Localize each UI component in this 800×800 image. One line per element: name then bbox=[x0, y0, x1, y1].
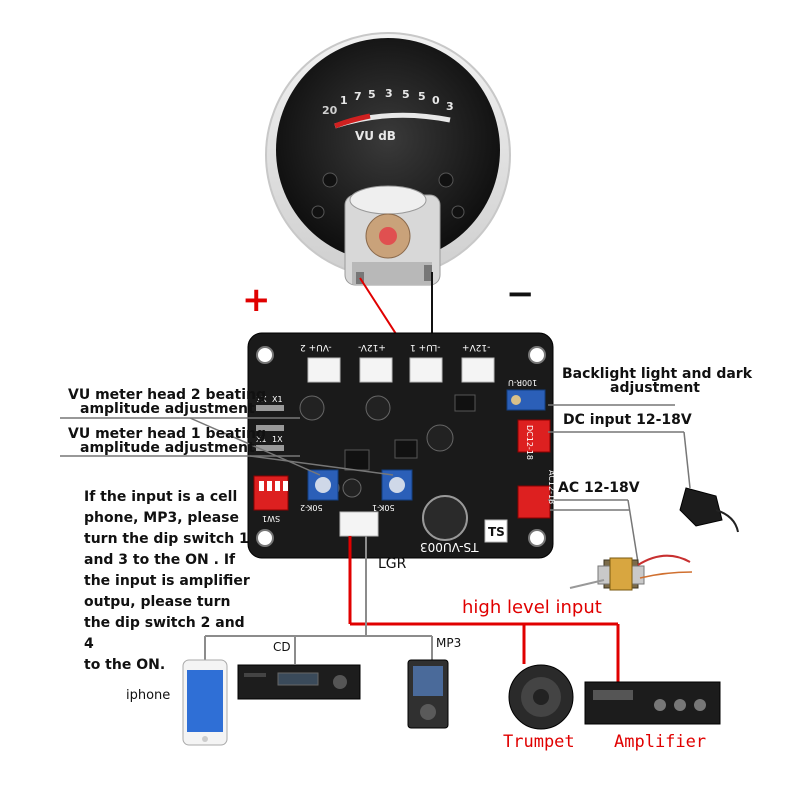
pot-backlight bbox=[506, 389, 546, 411]
pot-label-50k-2: 50K-2 bbox=[300, 503, 323, 512]
vu2-label-line2: amplitude adjustment bbox=[80, 401, 255, 417]
dc-board-label: DC12-18 bbox=[525, 425, 534, 460]
cd-player bbox=[237, 664, 361, 700]
svg-text:1: 1 bbox=[340, 94, 348, 107]
positive-sign: + bbox=[242, 280, 271, 320]
leader-lines bbox=[60, 404, 691, 576]
trumpet-label: Trumpet bbox=[503, 732, 575, 752]
dc-input-label: DC input 12-18V bbox=[563, 412, 692, 428]
backlight-label-line2: adjustment bbox=[610, 380, 701, 396]
svg-text:3: 3 bbox=[446, 100, 454, 113]
dip-switch-instructions: If the input is a cell phone, MP3, pleas… bbox=[84, 487, 254, 676]
gain-label-b: X1 bbox=[272, 395, 283, 404]
switch-label-sw1: SW1 bbox=[262, 514, 281, 523]
instruction-line: and 3 to the ON . If bbox=[84, 552, 236, 568]
connector-12v-a bbox=[359, 357, 393, 383]
instruction-line: the input is amplifier bbox=[84, 573, 250, 589]
pcb-board: TS bbox=[247, 332, 554, 559]
svg-text:20: 20 bbox=[322, 104, 338, 117]
gain-label-a: 1X bbox=[256, 395, 267, 404]
amplifier-label: Amplifier bbox=[614, 732, 707, 752]
svg-text:VU dB: VU dB bbox=[355, 129, 396, 143]
connector-label-12v-b: -12V+ bbox=[462, 342, 491, 352]
connector-label-lu1: -LU+ 1 bbox=[410, 342, 441, 352]
ac-board-label: AC12-18 bbox=[547, 470, 556, 505]
negative-sign: − bbox=[506, 274, 535, 314]
high-level-input-label: high level input bbox=[462, 597, 602, 618]
mp3-player bbox=[407, 659, 449, 729]
board-model-label: TS-VU003 bbox=[420, 540, 479, 554]
mp3-label: MP3 bbox=[436, 636, 462, 650]
iphone-label: iphone bbox=[126, 688, 171, 703]
connector-lu1 bbox=[409, 357, 443, 383]
gain-label-d: 1X bbox=[272, 435, 283, 444]
vu-meter-head: 20 1 7 5 3 5 5 0 3 VU dB bbox=[265, 32, 511, 286]
dc-terminal bbox=[517, 419, 551, 453]
backlight-label-line1: Backlight light and dark bbox=[562, 366, 753, 382]
connector-vu2 bbox=[307, 357, 341, 383]
speaker-device bbox=[508, 664, 574, 730]
instruction-line: outpu, please turn bbox=[84, 594, 231, 610]
ac-terminal bbox=[517, 485, 551, 519]
ac-input-label: AC 12-18V bbox=[558, 480, 640, 496]
instruction-line: If the input is a cell bbox=[84, 489, 238, 505]
instruction-line: turn the dip switch 1 bbox=[84, 531, 249, 547]
backlight-pot-label: 100R-U bbox=[508, 378, 538, 387]
svg-text:3: 3 bbox=[385, 87, 393, 100]
svg-text:TS: TS bbox=[488, 525, 505, 539]
transformer bbox=[569, 554, 693, 591]
vu1-label-line2: amplitude adjustment bbox=[80, 440, 255, 456]
iphone-device bbox=[182, 659, 228, 746]
svg-text:5: 5 bbox=[368, 88, 376, 101]
instruction-line: phone, MP3, please bbox=[84, 510, 239, 526]
amplifier-device bbox=[584, 681, 721, 725]
vu2-label-line1: VU meter head 2 beating bbox=[68, 387, 266, 403]
svg-text:5: 5 bbox=[418, 90, 426, 103]
svg-text:7: 7 bbox=[354, 90, 362, 103]
meter-scale: 20 1 7 5 3 5 5 0 3 bbox=[322, 87, 454, 117]
cd-label: CD bbox=[273, 640, 291, 654]
gain-label-c: X1 bbox=[256, 435, 267, 444]
input-wiring bbox=[204, 536, 620, 682]
instruction-line: the dip switch 2 and 4 bbox=[84, 615, 245, 652]
lgr-label: LGR bbox=[378, 556, 407, 572]
svg-text:0: 0 bbox=[432, 94, 440, 107]
connector-label-12v-a: +12V- bbox=[358, 342, 386, 352]
instruction-line: to the ON. bbox=[84, 657, 166, 673]
input-connector-lgr bbox=[339, 511, 379, 537]
connector-label-vu2: -VU+ 2 bbox=[300, 342, 332, 352]
pot-label-50k-1: 50K-1 bbox=[372, 503, 395, 512]
dc-adapter bbox=[679, 487, 739, 533]
svg-text:5: 5 bbox=[402, 88, 410, 101]
vu1-label-line1: VU meter head 1 beating bbox=[68, 426, 266, 442]
connector-12v-b bbox=[461, 357, 495, 383]
